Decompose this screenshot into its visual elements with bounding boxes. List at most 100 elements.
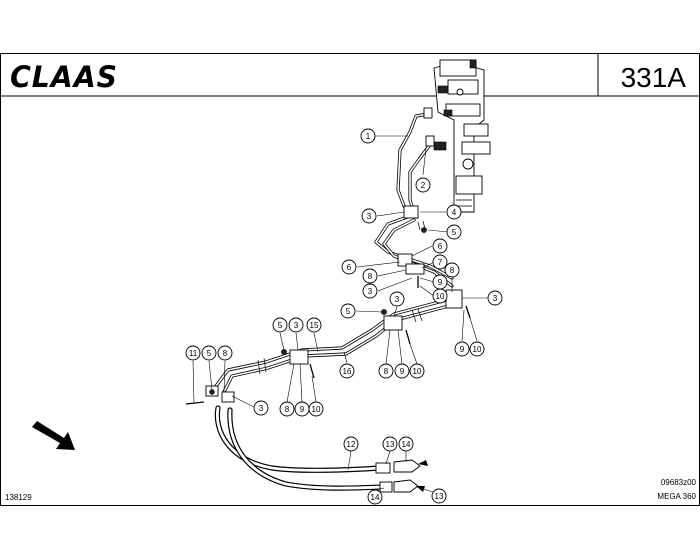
- callout-number: 5: [278, 321, 283, 330]
- callout-8: 8: [444, 262, 460, 278]
- callout-number: 3: [368, 287, 373, 296]
- arrow-icon: [32, 421, 75, 450]
- callout-2: 2: [415, 177, 431, 193]
- callout-5: 5: [446, 224, 462, 240]
- callout-circle: [185, 345, 201, 361]
- callout-circle: [431, 488, 447, 504]
- callout-circle: [432, 288, 448, 304]
- callout-number: 15: [310, 321, 319, 330]
- page-code: 331A: [621, 62, 687, 93]
- callout-number: 6: [347, 263, 352, 272]
- callout-circle: [469, 341, 485, 357]
- callout-circle: [394, 363, 410, 379]
- callout-number: 9: [460, 345, 465, 354]
- callout-circle: [446, 204, 462, 220]
- callout-6: 6: [341, 259, 357, 275]
- callout-number: 9: [438, 278, 443, 287]
- drawing-id: 138129: [5, 493, 32, 502]
- callout-circle: [340, 303, 356, 319]
- callout-circle: [272, 317, 288, 333]
- callout-number: 13: [435, 492, 444, 501]
- callout-5: 5: [272, 317, 288, 333]
- callout-circle: [339, 363, 355, 379]
- callout-circle: [288, 317, 304, 333]
- callout-9: 9: [432, 274, 448, 290]
- callout-number: 8: [384, 367, 389, 376]
- callout-4: 4: [446, 204, 462, 220]
- callout-10: 10: [432, 288, 448, 304]
- callout-number: 1: [366, 132, 371, 141]
- callout-circle: [487, 290, 503, 306]
- callout-16: 16: [339, 363, 355, 379]
- callout-circle: [398, 436, 414, 452]
- callout-5: 5: [340, 303, 356, 319]
- callout-circle: [409, 363, 425, 379]
- callout-circle: [362, 283, 378, 299]
- callout-14: 14: [398, 436, 414, 452]
- callout-1: 1: [360, 128, 376, 144]
- callout-3: 3: [487, 290, 503, 306]
- callout-circle: [361, 208, 377, 224]
- callout-3: 3: [362, 283, 378, 299]
- callout-8: 8: [279, 401, 295, 417]
- callout-circle: [432, 238, 448, 254]
- callout-7: 7: [432, 254, 448, 270]
- callout-circle: [454, 341, 470, 357]
- callout-number: 14: [402, 440, 411, 449]
- callout-10: 10: [308, 401, 324, 417]
- callout-11: 11: [185, 345, 201, 361]
- valve-block-assembly: [433, 59, 491, 213]
- callout-circle: [444, 262, 460, 278]
- callout-number: 10: [413, 367, 422, 376]
- callout-number: 3: [294, 321, 299, 330]
- model-name: MEGA 360: [657, 492, 696, 501]
- callout-circle: [308, 401, 324, 417]
- brand-logo-text: CLAAS: [10, 60, 118, 94]
- callout-circle: [279, 401, 295, 417]
- callout-number: 13: [386, 440, 395, 449]
- callout-circle: [432, 254, 448, 270]
- callout-number: 4: [452, 208, 457, 217]
- callout-12: 12: [343, 436, 359, 452]
- callout-number: 7: [438, 258, 443, 267]
- callout-number: 2: [421, 181, 426, 190]
- callout-8: 8: [378, 363, 394, 379]
- rigid-pipe-set: [214, 112, 458, 394]
- callout-3: 3: [389, 291, 405, 307]
- callout-number: 8: [368, 272, 373, 281]
- callout-number: 6: [438, 242, 443, 251]
- callout-3: 3: [288, 317, 304, 333]
- callout-circle: [306, 317, 322, 333]
- callout-circle: [389, 291, 405, 307]
- callout-circle: [378, 363, 394, 379]
- callout-circle: [446, 224, 462, 240]
- pipe-fittings: [185, 107, 471, 405]
- callout-number: 9: [300, 405, 305, 414]
- callout-circle: [343, 436, 359, 452]
- callout-13: 13: [382, 436, 398, 452]
- callout-8: 8: [362, 268, 378, 284]
- callout-6: 6: [432, 238, 448, 254]
- callout-13: 13: [431, 488, 447, 504]
- callout-3: 3: [361, 208, 377, 224]
- callout-number: 9: [400, 367, 405, 376]
- callout-circle: [217, 345, 233, 361]
- callout-10: 10: [409, 363, 425, 379]
- callout-number: 5: [346, 307, 351, 316]
- flexible-hose-set: [214, 405, 428, 493]
- callout-circle: [253, 400, 269, 416]
- callout-14: 14: [367, 489, 383, 505]
- callout-number: 3: [493, 294, 498, 303]
- callout-3: 3: [253, 400, 269, 416]
- callout-number: 10: [436, 292, 445, 301]
- callout-circle: [360, 128, 376, 144]
- callout-circle: [201, 345, 217, 361]
- callout-number: 5: [452, 228, 457, 237]
- callout-number: 11: [189, 349, 198, 358]
- callout-number: 8: [450, 266, 455, 275]
- reference-code: 09683z00: [661, 478, 697, 487]
- callout-number: 3: [367, 212, 372, 221]
- callout-number: 10: [312, 405, 321, 414]
